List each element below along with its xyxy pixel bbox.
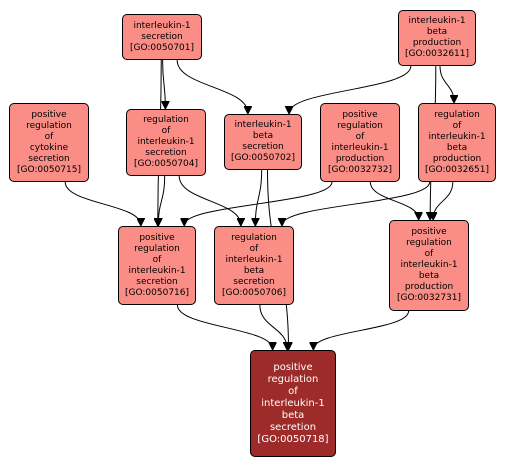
edge-n0032731-to-n0050718 xyxy=(313,310,410,349)
node-label-line: of xyxy=(452,120,462,131)
node-label-line: interleukin-1 xyxy=(128,265,186,276)
node-label-line: [GO:0050701] xyxy=(129,42,195,53)
edge-n0032611-to-n0050702 xyxy=(289,65,412,113)
node-label-line: [GO:0050716] xyxy=(124,287,190,298)
node-label-line: production xyxy=(335,153,385,164)
edge-n0050715-to-n0050716 xyxy=(64,181,141,225)
node-label-line: [GO:0050715] xyxy=(16,164,82,175)
node-label-line: interleukin-1 xyxy=(400,260,458,270)
node-label-line: interleukin-1 xyxy=(428,131,486,142)
node-label-line: [GO:0032731] xyxy=(396,293,462,303)
node-label-line: interleukin-1 xyxy=(133,20,191,31)
edge-n0050702-to-n0050706 xyxy=(255,169,263,225)
node-label-line: [GO:0032611] xyxy=(404,49,470,59)
edge-n0032732-to-n0032731 xyxy=(369,181,418,219)
node-label-line: secretion xyxy=(269,421,317,433)
edge-n0032651-to-n0050706 xyxy=(282,181,431,225)
node-label-line: [GO:0050704] xyxy=(133,159,199,169)
node-label-line: regulation xyxy=(26,120,72,131)
node-label-line: interleukin-1 xyxy=(234,120,292,130)
node-label-line: of xyxy=(288,385,298,397)
node-label-line: secretion xyxy=(28,153,70,164)
node-label-line: beta xyxy=(426,27,448,37)
node-label-line: secretion xyxy=(145,148,187,158)
edge-n0050706-to-n0050718 xyxy=(259,304,287,349)
node-label-line: production xyxy=(412,38,462,48)
node-label-line: of xyxy=(355,131,365,142)
node-label-line: positive xyxy=(411,227,447,237)
node-label-line: interleukin-1 xyxy=(137,137,195,147)
edge-n0032732-to-n0050716 xyxy=(184,181,333,225)
node-label-line: beta xyxy=(252,131,274,141)
node-label-line: beta xyxy=(446,142,468,153)
edge-n0050701-to-n0050704 xyxy=(163,59,166,108)
node-label-line: regulation xyxy=(434,109,480,120)
node-label-line: of xyxy=(249,243,259,254)
node-label-line: interleukin-1 xyxy=(331,142,389,153)
node-label-line: regulation xyxy=(267,373,319,385)
node-label-line: beta xyxy=(281,409,305,421)
node-label-line: production xyxy=(432,153,482,164)
node-label-line: regulation xyxy=(337,120,383,131)
edge-n0032611-to-n0032651 xyxy=(439,65,454,102)
node-label-line: regulation xyxy=(406,238,452,248)
node-label-line: of xyxy=(152,254,162,265)
node-label-line: of xyxy=(161,126,171,136)
node-label-line: positive xyxy=(31,109,67,120)
node-label-line: of xyxy=(424,249,434,259)
edge-n0050716-to-n0050718 xyxy=(176,304,272,349)
node-label-line: secretion xyxy=(136,276,178,287)
node-label-line: regulation xyxy=(143,115,189,125)
node-label-line: positive xyxy=(139,232,175,243)
edge-n0032651-to-n0032731 xyxy=(433,181,454,219)
node-label-line: positive xyxy=(342,109,378,120)
node-label-line: [GO:0032651] xyxy=(424,164,490,175)
node-label-line: secretion xyxy=(233,276,275,287)
node-label-line: [GO:0050718] xyxy=(257,433,329,445)
node-label-line: regulation xyxy=(231,232,277,243)
edge-n0050704-to-n0050706 xyxy=(178,175,241,225)
node-label-line: of xyxy=(44,131,54,142)
node-label-line: beta xyxy=(418,271,440,281)
node-label-line: [GO:0050706] xyxy=(221,287,287,298)
node-label-line: cytokine xyxy=(29,142,69,153)
node-label-line: interleukin-1 xyxy=(225,254,283,265)
node-label-line: [GO:0050702] xyxy=(230,153,296,163)
node-label-line: regulation xyxy=(134,243,180,254)
edge-n0050701-to-n0050702 xyxy=(176,59,248,113)
node-label-line: interleukin-1 xyxy=(408,16,466,26)
node-label-line: beta xyxy=(243,265,265,276)
node-label-line: secretion xyxy=(141,31,183,42)
node-label-line: positive xyxy=(273,361,313,373)
node-label-line: secretion xyxy=(242,142,284,152)
node-label-line: [GO:0032732] xyxy=(327,164,393,175)
edge-n0050704-to-n0050716 xyxy=(158,175,166,225)
node-label-line: production xyxy=(404,282,454,292)
node-label-line: interleukin-1 xyxy=(261,397,325,409)
